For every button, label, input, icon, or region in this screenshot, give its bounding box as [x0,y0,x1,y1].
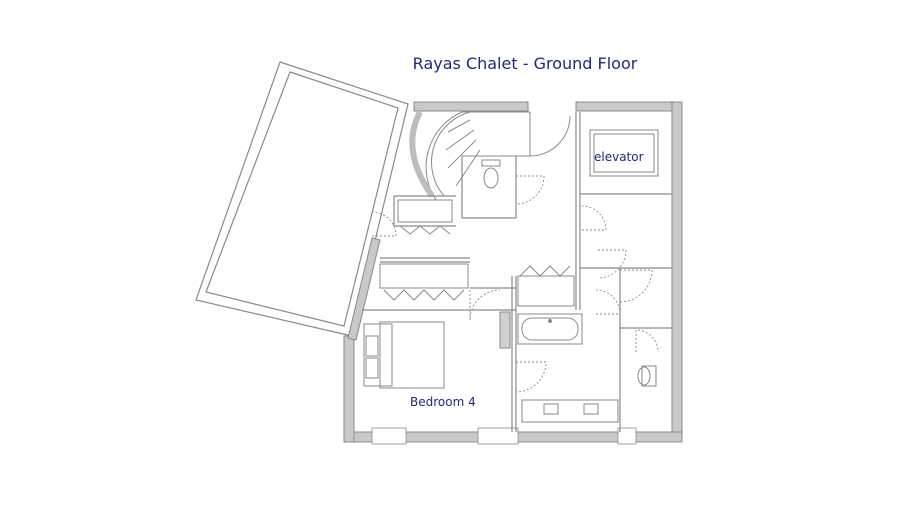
room-label-elevator: elevator [594,150,644,164]
bed [363,321,445,389]
elevator-shaft [589,129,659,177]
bathtub [517,313,583,345]
toilet-fixtures [481,159,657,387]
spiral-stair [409,110,571,201]
wardrobes [379,199,575,307]
room-label-bedroom-4: Bedroom 4 [410,395,476,409]
plan-title: Rayas Chalet - Ground Floor [412,54,638,73]
doors [371,175,659,393]
terrace-outline [195,61,409,337]
vanity [521,399,619,423]
interior-walls [362,112,672,432]
windows [371,427,637,445]
glass-panel [499,311,511,349]
